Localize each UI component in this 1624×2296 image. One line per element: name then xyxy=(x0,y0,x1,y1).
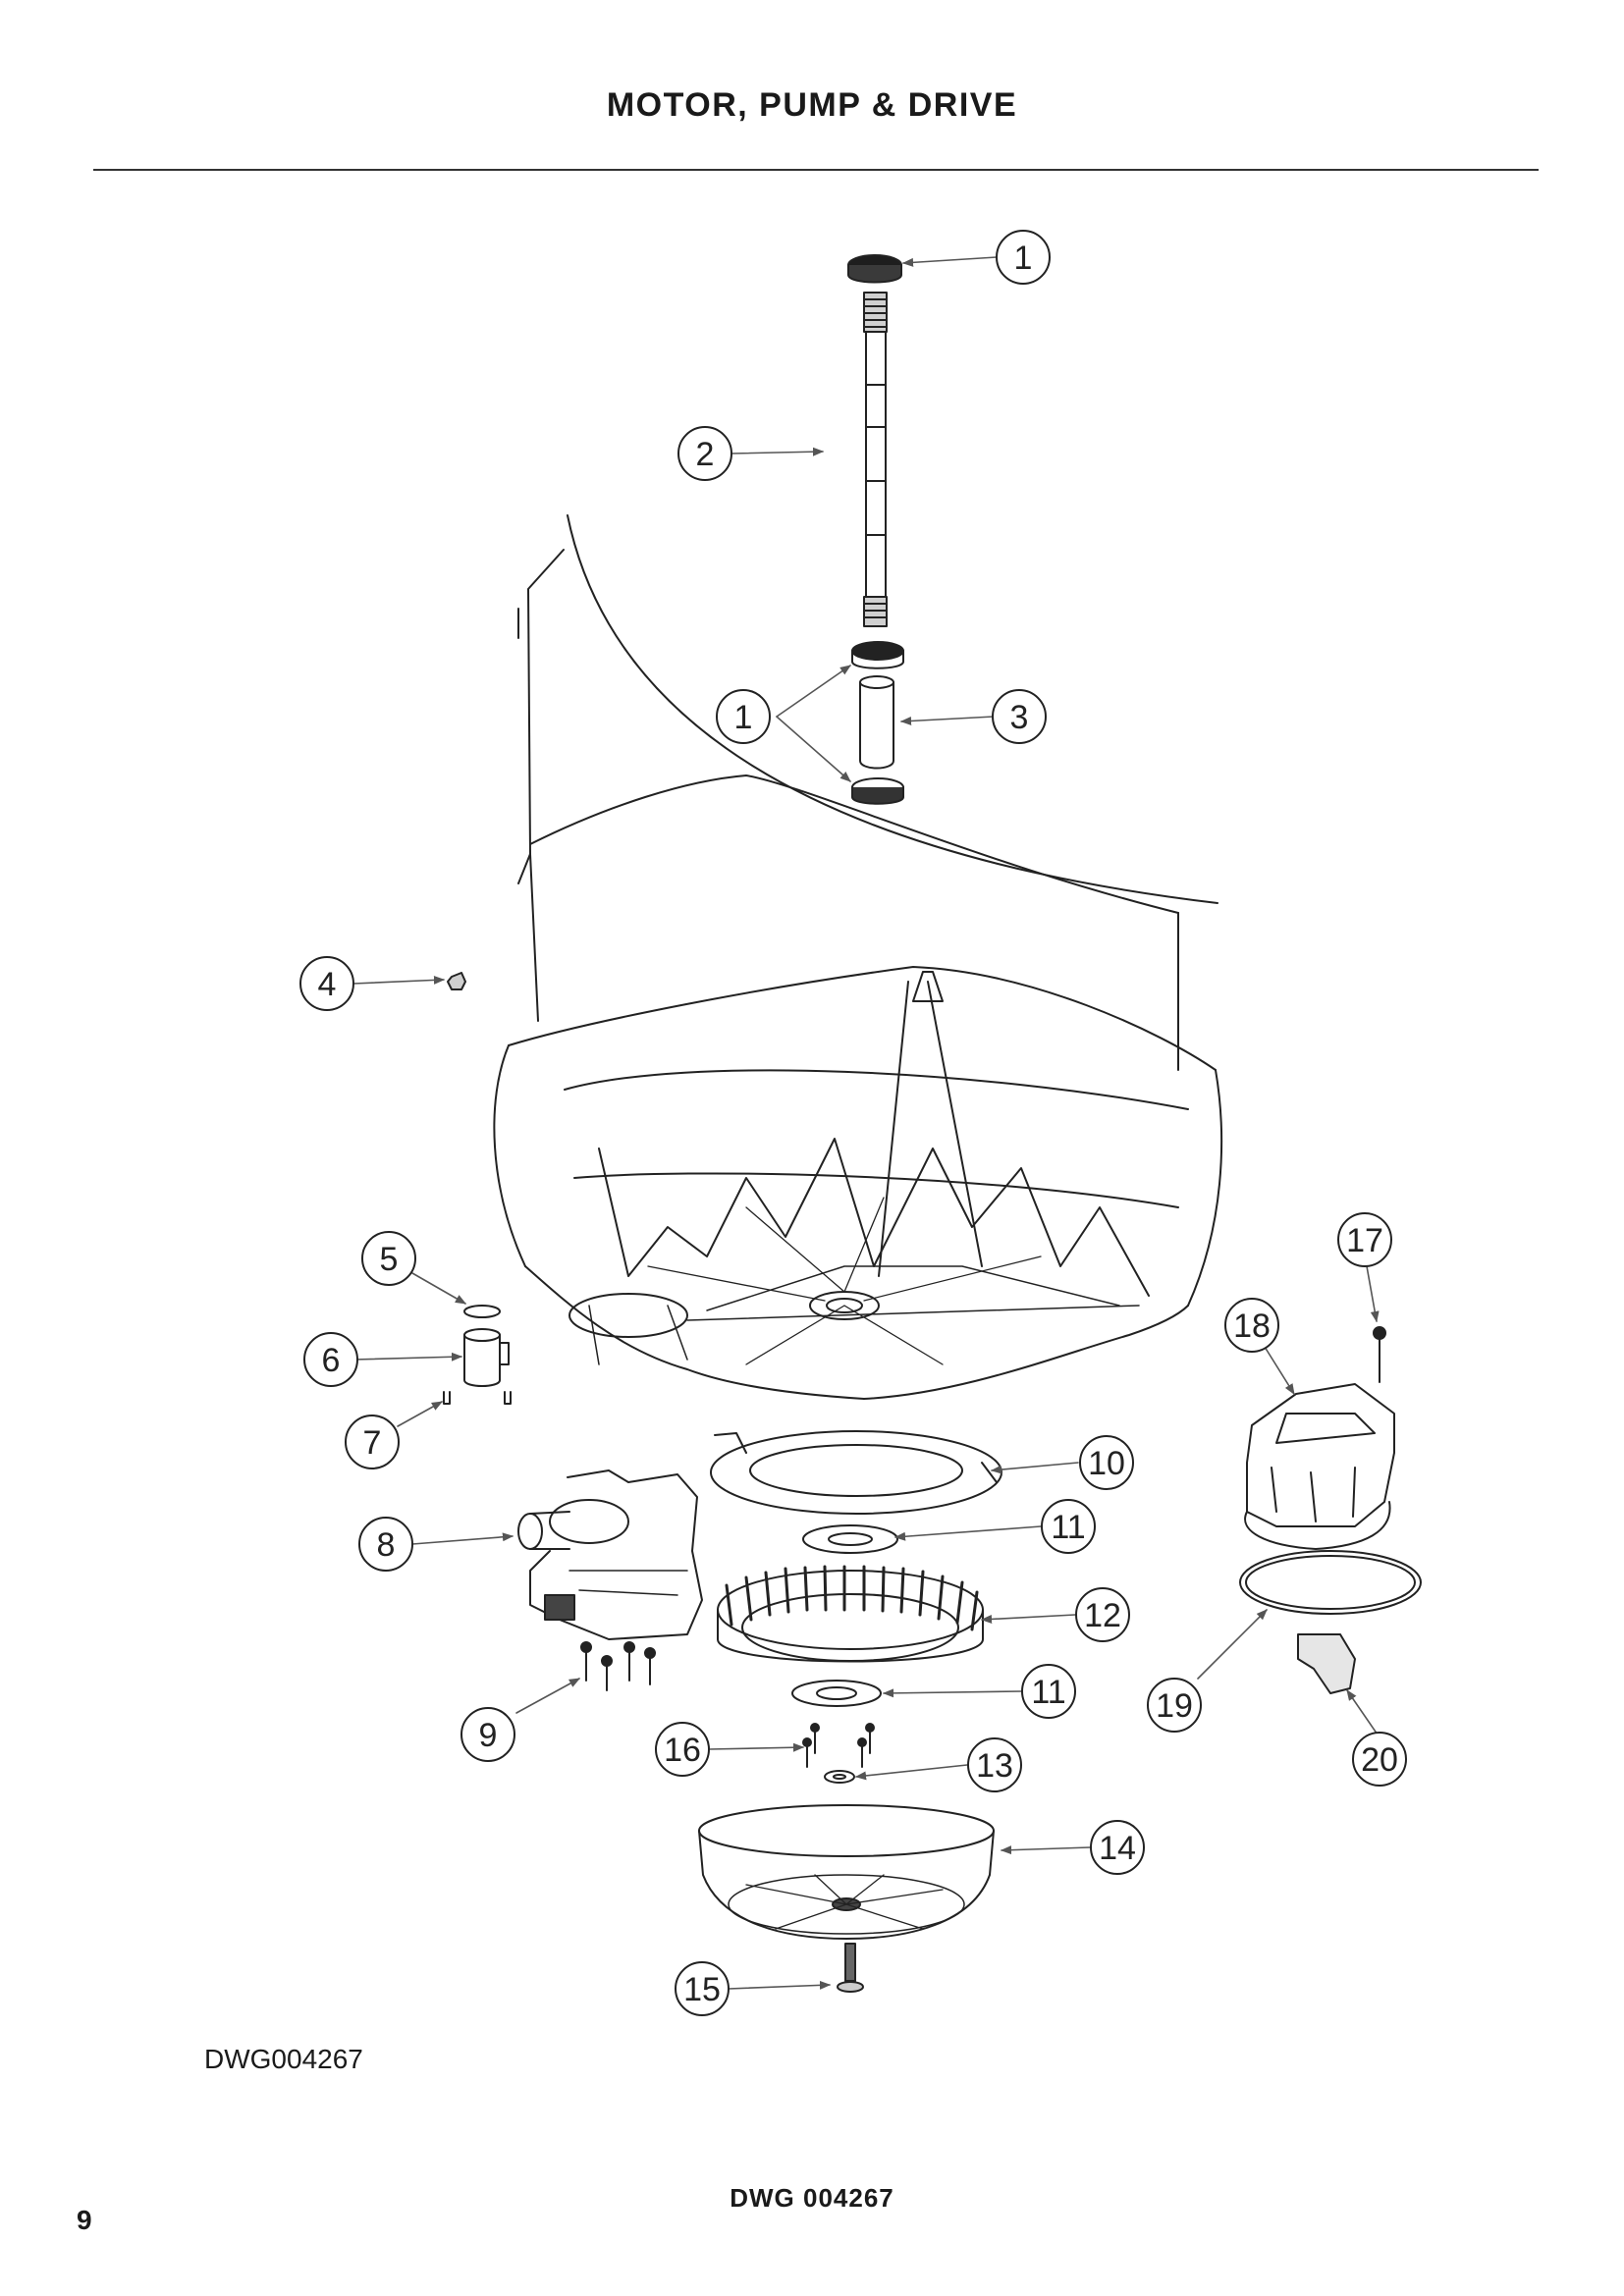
leader-11a xyxy=(893,1525,1042,1541)
callout-label: 9 xyxy=(479,1717,498,1754)
leader-10 xyxy=(990,1462,1079,1474)
leader-14 xyxy=(1000,1845,1091,1855)
callout-19: 19 xyxy=(1147,1678,1202,1733)
leader-13 xyxy=(854,1764,968,1781)
part-15-bolt xyxy=(837,1943,864,1993)
callout-7: 7 xyxy=(345,1415,400,1469)
callout-label: 13 xyxy=(976,1747,1013,1785)
part-9-screws xyxy=(580,1641,656,1691)
outer-tub-shell xyxy=(517,514,1218,1071)
callout-label: 15 xyxy=(683,1971,721,2008)
part-5-o-ring xyxy=(463,1305,501,1318)
callout-2: 2 xyxy=(677,426,732,481)
base-housing xyxy=(493,966,1223,1400)
part-14-rotor xyxy=(698,1804,995,1940)
callout-15: 15 xyxy=(675,1961,730,2016)
callout-1a: 1 xyxy=(996,230,1051,285)
part-12-stator xyxy=(717,1565,984,1663)
callout-label: 3 xyxy=(1010,699,1029,736)
leader-18 xyxy=(1264,1346,1295,1395)
callout-label: 7 xyxy=(363,1424,382,1462)
callout-label: 11 xyxy=(1031,1674,1065,1711)
callout-4: 4 xyxy=(299,956,354,1011)
callout-label: 6 xyxy=(322,1342,341,1379)
leader-2 xyxy=(731,447,825,456)
callout-16: 16 xyxy=(655,1722,710,1777)
page-title: MOTOR, PUMP & DRIVE xyxy=(606,86,1018,124)
callout-11a: 11 xyxy=(1041,1499,1096,1554)
callout-12: 12 xyxy=(1075,1587,1130,1642)
leader-6 xyxy=(352,1352,463,1362)
leader-16 xyxy=(708,1742,805,1752)
callout-3: 3 xyxy=(992,689,1047,744)
leader-1b-top xyxy=(776,665,851,718)
part-8-pump xyxy=(517,1469,703,1640)
part-2-drive-shaft xyxy=(863,292,888,627)
leader-12 xyxy=(980,1614,1076,1624)
leader-11b xyxy=(882,1688,1022,1698)
callout-18: 18 xyxy=(1224,1298,1279,1353)
leader-1a xyxy=(901,256,998,267)
callout-17: 17 xyxy=(1337,1212,1392,1267)
callout-13: 13 xyxy=(967,1737,1022,1792)
callout-label: 8 xyxy=(377,1526,396,1564)
leader-9 xyxy=(515,1678,580,1714)
callout-label: 1 xyxy=(734,699,753,736)
callout-label: 11 xyxy=(1051,1509,1085,1546)
callout-9: 9 xyxy=(460,1707,515,1762)
callout-14: 14 xyxy=(1090,1820,1145,1875)
callout-label: 2 xyxy=(696,436,715,473)
callout-label: 1 xyxy=(1014,240,1033,277)
part-11-shim-upper xyxy=(802,1524,898,1554)
callout-5: 5 xyxy=(361,1231,416,1286)
leader-17 xyxy=(1366,1265,1380,1323)
callout-11b: 11 xyxy=(1021,1664,1076,1719)
callout-1b: 1 xyxy=(716,689,771,744)
callout-20: 20 xyxy=(1352,1732,1407,1787)
callout-label: 10 xyxy=(1088,1445,1125,1482)
part-16-bolts xyxy=(802,1723,875,1768)
drawing-reference: DWG004267 xyxy=(204,2044,363,2074)
leader-1b-bottom xyxy=(776,716,851,782)
leader-15 xyxy=(728,1980,832,1990)
callout-label: 12 xyxy=(1084,1597,1121,1634)
leader-8 xyxy=(411,1532,514,1545)
part-18-shifter xyxy=(1244,1383,1395,1550)
callout-6: 6 xyxy=(303,1332,358,1387)
part-1-lower-bearings xyxy=(851,641,904,805)
part-20-bracket xyxy=(1297,1633,1356,1694)
part-4-nut xyxy=(447,972,466,990)
part-3-sleeve xyxy=(859,675,894,770)
callout-label: 16 xyxy=(664,1732,701,1769)
footer-drawing-code: DWG 004267 xyxy=(730,2183,894,2213)
part-17-screw xyxy=(1373,1326,1386,1383)
part-6-elbow-fitting xyxy=(463,1328,510,1387)
callout-8: 8 xyxy=(358,1517,413,1572)
callout-label: 17 xyxy=(1346,1222,1383,1259)
part-11-shim-lower xyxy=(791,1680,882,1707)
callout-label: 19 xyxy=(1156,1687,1193,1725)
leader-19 xyxy=(1197,1609,1268,1680)
part-13-nut xyxy=(824,1770,855,1784)
leader-20 xyxy=(1346,1689,1380,1738)
part-19-gasket xyxy=(1239,1550,1422,1615)
callout-label: 20 xyxy=(1361,1741,1398,1779)
leader-5 xyxy=(411,1272,466,1305)
callout-label: 14 xyxy=(1099,1830,1136,1867)
part-10-mounting-ring xyxy=(710,1430,1002,1515)
callout-10: 10 xyxy=(1079,1435,1134,1490)
callout-label: 5 xyxy=(380,1241,399,1278)
page-number: 9 xyxy=(77,2205,92,2235)
leader-4 xyxy=(352,975,446,985)
part-7-clips xyxy=(443,1391,512,1405)
callout-label: 18 xyxy=(1233,1308,1271,1345)
leader-7 xyxy=(397,1401,443,1427)
callout-label: 4 xyxy=(318,966,337,1003)
title-divider xyxy=(93,169,1539,171)
part-1-top-bearing xyxy=(847,254,902,284)
leader-3 xyxy=(899,716,995,725)
